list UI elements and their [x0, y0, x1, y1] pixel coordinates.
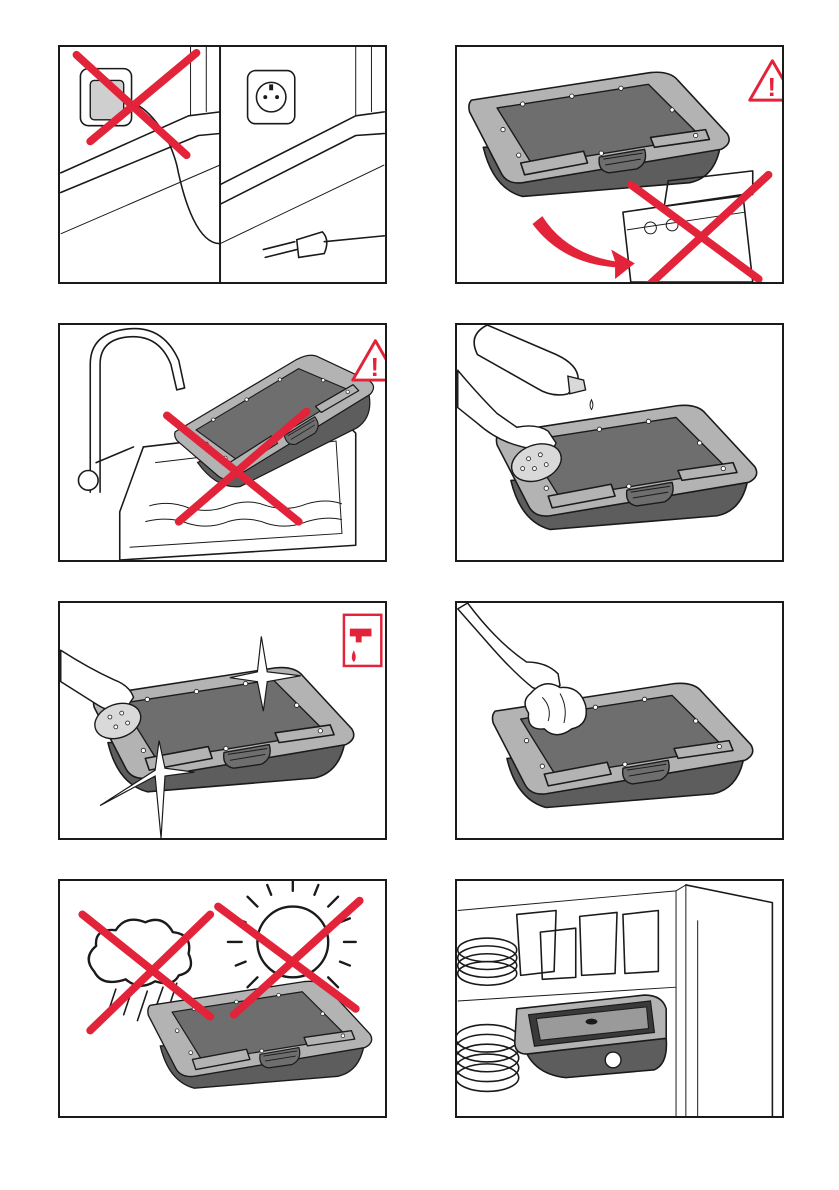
panel-no-dishwasher: ! [455, 45, 784, 284]
curved-arrow-icon [532, 216, 634, 279]
faucet-icon [78, 329, 184, 493]
panel-rinse [58, 601, 387, 840]
tap-water-icon [344, 615, 381, 666]
svg-text:!: ! [370, 354, 379, 382]
svg-text:!: ! [767, 74, 776, 102]
tray-icon [165, 336, 385, 502]
hand-icon [61, 650, 134, 710]
panel-wash-with-detergent [455, 323, 784, 562]
no-dishwasher-illustration: ! [457, 47, 782, 282]
panel-no-immersion: ! [58, 323, 387, 562]
rinse-illustration [60, 603, 385, 838]
panel-unplug [58, 45, 387, 284]
detergent-bottle-icon [474, 325, 593, 410]
unplug-illustration [60, 47, 385, 282]
no-immersion-illustration: ! [60, 325, 385, 560]
warning-triangle-icon: ! [353, 341, 385, 382]
hand-icon [458, 603, 560, 690]
cloth-icon [525, 684, 586, 735]
panel-no-weather-exposure [58, 879, 387, 1118]
panel-store-in-cupboard [455, 879, 784, 1118]
wash-illustration [457, 325, 782, 560]
dry-illustration [457, 603, 782, 838]
plug-icon [263, 232, 384, 258]
appliance-icon [515, 995, 667, 1078]
warning-triangle-icon: ! [750, 61, 782, 102]
containers-icon [517, 910, 659, 979]
plates-icon [457, 938, 519, 1091]
storage-illustration [457, 881, 782, 1116]
empty-socket-icon [248, 71, 295, 124]
no-weather-illustration [60, 881, 385, 1116]
panel-dry-with-cloth [455, 601, 784, 840]
